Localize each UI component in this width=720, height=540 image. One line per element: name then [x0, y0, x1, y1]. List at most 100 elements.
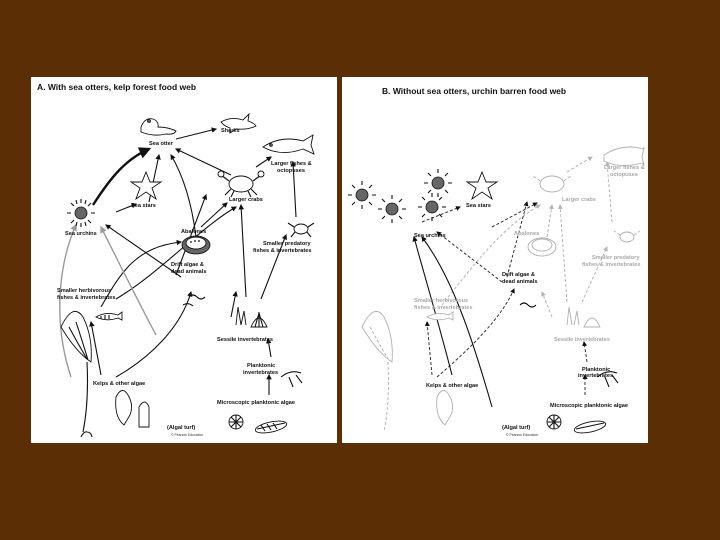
label-sharks: Sharks	[221, 128, 240, 134]
crab-icon	[531, 174, 573, 193]
label-kelps: Kelps & other algae	[426, 383, 478, 389]
label-larger-fishes-2: octopuses	[277, 168, 305, 174]
label-drift-algae-1: Drift algae &	[171, 262, 204, 268]
label-larger-crabs: Larger crabs	[229, 197, 263, 203]
label-planktonic-1: Planktonic	[247, 363, 275, 369]
arrow-algal-to-urchins	[421, 236, 493, 408]
arrow-abalone-to-crabs	[546, 204, 554, 238]
label-planktonic-1: Planktonic	[582, 367, 610, 373]
arrow-sessile-to-smallpred	[260, 233, 287, 300]
arrow-sessile-to-drift	[541, 291, 553, 318]
arrow-plankton-to-sessile	[582, 341, 588, 363]
label-larger-fishes-1: Larger fishes &	[604, 165, 645, 171]
label-algal-turf: (Algal turf)	[502, 425, 530, 431]
panel-kelp-forest-food-web: A. With sea otters, kelp forest food web	[31, 77, 337, 443]
fish-icon	[603, 146, 645, 167]
label-planktonic-2: invertebrates	[578, 373, 613, 379]
algal-turf-icon	[115, 390, 150, 428]
food-web-arrows	[59, 127, 297, 395]
sea-star-icon	[129, 170, 163, 201]
plankton-icon	[228, 371, 303, 434]
arrow-sessile-to-crabs	[557, 204, 568, 303]
small-crab-icon	[287, 222, 315, 238]
sea-urchins-icon	[348, 169, 452, 223]
arrow-abalone-to-crabs	[200, 202, 228, 228]
arrow-kelp-to-drift	[436, 288, 515, 378]
label-abalones: Abalones	[181, 229, 206, 235]
food-web-arrows	[412, 156, 613, 408]
arrow-kelp-to-urchins	[412, 235, 453, 376]
abalone-icon	[527, 237, 557, 257]
label-smaller-predatory-1: Smaller predatory	[592, 255, 640, 261]
arrow-smallpred-to-fishes	[604, 161, 613, 223]
arrow-crabs-to-fishes	[255, 156, 272, 168]
arrow-sessile-to-crabs	[238, 203, 247, 298]
label-sea-urchins: Sea urchins	[65, 231, 97, 237]
label-abalones: Abalones	[514, 231, 539, 237]
label-microscopic-algae: Microscopic planktonic algae	[550, 403, 628, 409]
label-smaller-predatory-2: fishes & invertebrates	[253, 248, 311, 254]
arrow-smallpred-to-fishes	[290, 160, 297, 218]
algae-bits-icon	[519, 302, 537, 308]
label-smaller-predatory-2: fishes & invertebrates	[582, 262, 640, 268]
arrow-urchins-to-seastars	[115, 203, 138, 213]
arrow-herbivores-to-crabs	[115, 206, 237, 300]
abalone-icon	[181, 235, 211, 255]
fish-icon	[262, 134, 315, 155]
arrow-urchins-to-otter	[91, 147, 152, 206]
arrow-kelp-to-urchins	[59, 223, 77, 378]
crab-icon	[217, 170, 265, 198]
arrow-abalone-to-otter	[170, 154, 197, 238]
label-planktonic-2: invertebrates	[243, 370, 278, 376]
plankton-icon	[546, 371, 619, 434]
credit: © Pearson Education	[171, 433, 203, 437]
arrow-herbivores-to-crabs	[441, 204, 541, 306]
panel-urchin-barren-food-web: B. Without sea otters, urchin barren foo…	[342, 77, 648, 443]
label-smaller-herbivorous-2: fishes & invertebrates	[57, 295, 115, 301]
arrow-algal-to-urchins	[100, 225, 157, 336]
herbivorous-fish-icon	[95, 311, 123, 321]
panel-a-title: A. With sea otters, kelp forest food web	[37, 82, 196, 92]
arrow-drift-to-urchins	[436, 231, 503, 283]
label-sea-stars: Sea stars	[466, 203, 491, 209]
label-drift-algae-1: Drift algae &	[502, 272, 535, 278]
arrow-herbivores-to-abalone	[100, 239, 183, 308]
credit: © Pearson Education	[506, 433, 538, 437]
algae-bits-icon	[182, 294, 206, 307]
algal-turf-icon	[436, 390, 454, 426]
label-smaller-herbivorous-1: Smaller herbivorous	[414, 298, 468, 304]
kelp-icon	[361, 310, 393, 433]
label-sea-urchins: Sea urchins	[414, 233, 446, 239]
kelp-forest-diagram: A. With sea otters, kelp forest food web	[37, 82, 315, 438]
panel-b-title: B. Without sea otters, urchin barren foo…	[382, 86, 566, 96]
label-microscopic-algae: Microscopic planktonic algae	[217, 400, 295, 406]
sessile-invertebrates-icon	[566, 306, 601, 328]
label-smaller-predatory-1: Smaller predatory	[263, 241, 311, 247]
shark-icon	[220, 112, 257, 134]
label-smaller-herbivorous-2: fishes & invertebrates	[414, 305, 472, 311]
kelp-icon	[60, 310, 93, 438]
sessile-invertebrates-icon	[235, 306, 268, 328]
arrow-otter-to-sharks	[175, 127, 218, 140]
label-sessile-invertebrates: Sessile invertebrates	[217, 337, 273, 343]
arrow-urchins-to-seastars	[421, 206, 461, 223]
sea-otter-icon	[140, 118, 177, 136]
arrow-drift-to-crabs	[506, 201, 529, 278]
sea-urchin-icon	[67, 199, 95, 227]
herbivorous-fish-icon	[426, 311, 454, 321]
small-crab-icon	[613, 230, 641, 243]
arrow-sessile-to-smallpred	[581, 246, 608, 303]
arrow-kelp-to-herbivores	[89, 320, 102, 376]
label-algal-turf: (Algal turf)	[167, 425, 195, 431]
arrow-drift-to-crabs	[175, 193, 208, 276]
arrow-drift-to-urchins	[105, 224, 182, 278]
arrow-kelp-to-drift	[115, 290, 193, 378]
label-sea-otter: Sea otter	[149, 141, 174, 147]
label-drift-algae-2: dead animals	[171, 269, 206, 275]
arrow-crabs-to-fishes	[566, 156, 593, 173]
label-larger-fishes-2: octopuses	[610, 172, 638, 178]
label-larger-crabs: Larger crabs	[562, 197, 596, 203]
label-smaller-herbivorous-1: Smaller herbivorous	[57, 288, 111, 294]
sea-star-icon	[465, 170, 499, 201]
urchin-barren-diagram: B. Without sea otters, urchin barren foo…	[348, 86, 645, 437]
